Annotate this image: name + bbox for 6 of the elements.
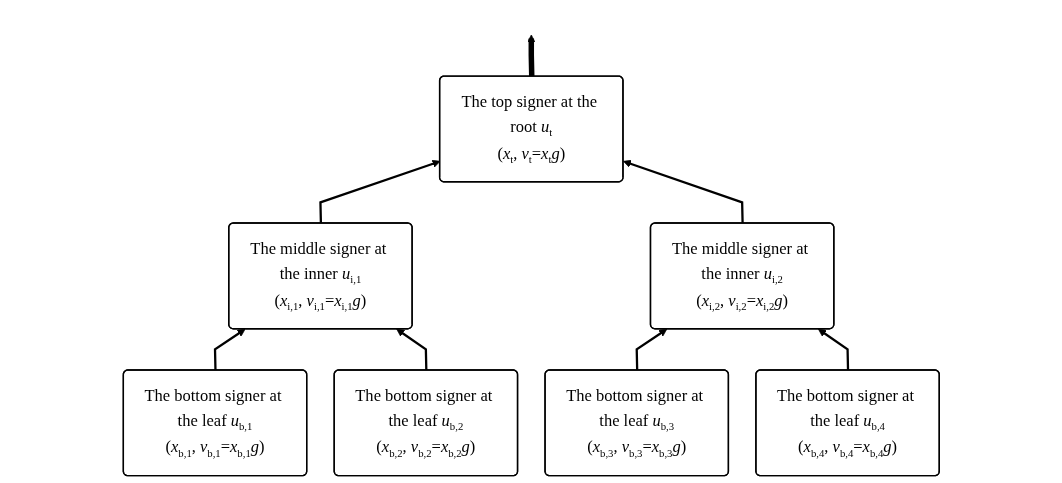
arrow <box>526 34 536 77</box>
arrow <box>635 328 667 371</box>
arrow <box>396 328 428 371</box>
arrow <box>622 159 744 224</box>
arrow <box>213 328 246 371</box>
arrow <box>817 328 849 371</box>
